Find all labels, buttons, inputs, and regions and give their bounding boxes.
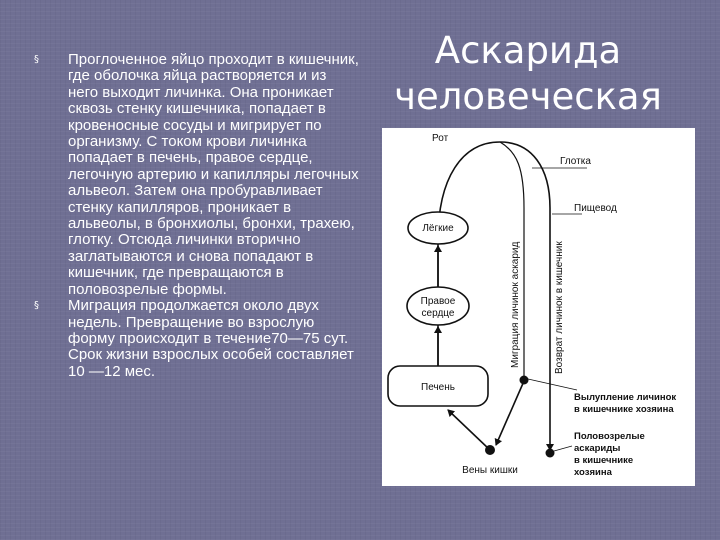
path-return-arc	[437, 141, 554, 451]
lifecycle-diagram-svg: Рот Глотка Пищевод Лёгкие Правое сердце …	[387, 133, 676, 478]
label-hatch-1: Вылупление личинок	[574, 392, 676, 403]
adult-dot	[545, 448, 555, 458]
bullet-item: § Миграция продолжается около двух недел…	[20, 297, 360, 380]
bullet-text: Проглоченное яйцо проходит в кишечник, г…	[68, 51, 359, 298]
leader-adult	[553, 445, 573, 452]
label-migration: Миграция личинок аскарид	[510, 241, 521, 368]
label-lungs: Лёгкие	[422, 223, 454, 234]
label-liver: Печень	[421, 382, 455, 393]
lifecycle-diagram: Рот Глотка Пищевод Лёгкие Правое сердце …	[382, 128, 695, 486]
label-right-heart-2: сердце	[422, 308, 455, 319]
page-title: Аскарида человеческая	[378, 28, 678, 120]
label-adult-1: Половозрелые	[574, 431, 645, 442]
title-line-2: человеческая	[394, 75, 662, 118]
hatch-dot	[519, 375, 529, 385]
bullet-list: § Проглоченное яйцо проходит в кишечник,…	[20, 51, 360, 380]
label-return: Возврат личинок в кишечник	[554, 241, 565, 374]
label-pharynx: Глотка	[560, 156, 591, 167]
label-gut-veins: Вены кишки	[462, 465, 518, 476]
label-adult-4: хозяина	[574, 467, 613, 478]
label-esophagus: Пищевод	[574, 203, 617, 214]
title-line-1: Аскарида	[434, 29, 622, 72]
bullet-item: § Проглоченное яйцо проходит в кишечник,…	[20, 51, 360, 298]
label-hatch-2: в кишечнике хозяина	[574, 404, 674, 415]
label-adult-3: в кишечнике	[574, 455, 633, 466]
bullet-marker: §	[34, 54, 39, 65]
arrow-hatch-veins	[494, 380, 525, 446]
label-adult-2: аскариды	[574, 443, 620, 454]
arrow-veins-liver	[447, 409, 491, 451]
label-right-heart-1: Правое	[421, 296, 456, 307]
bullet-marker: §	[34, 300, 39, 312]
leader-hatch	[527, 378, 578, 391]
path-esophagus	[499, 141, 525, 378]
gut-veins-dot	[485, 445, 495, 455]
lungs-node	[407, 211, 469, 245]
label-mouth: Рот	[432, 133, 449, 144]
bullet-text: Миграция продолжается около двух недель.…	[68, 297, 354, 380]
